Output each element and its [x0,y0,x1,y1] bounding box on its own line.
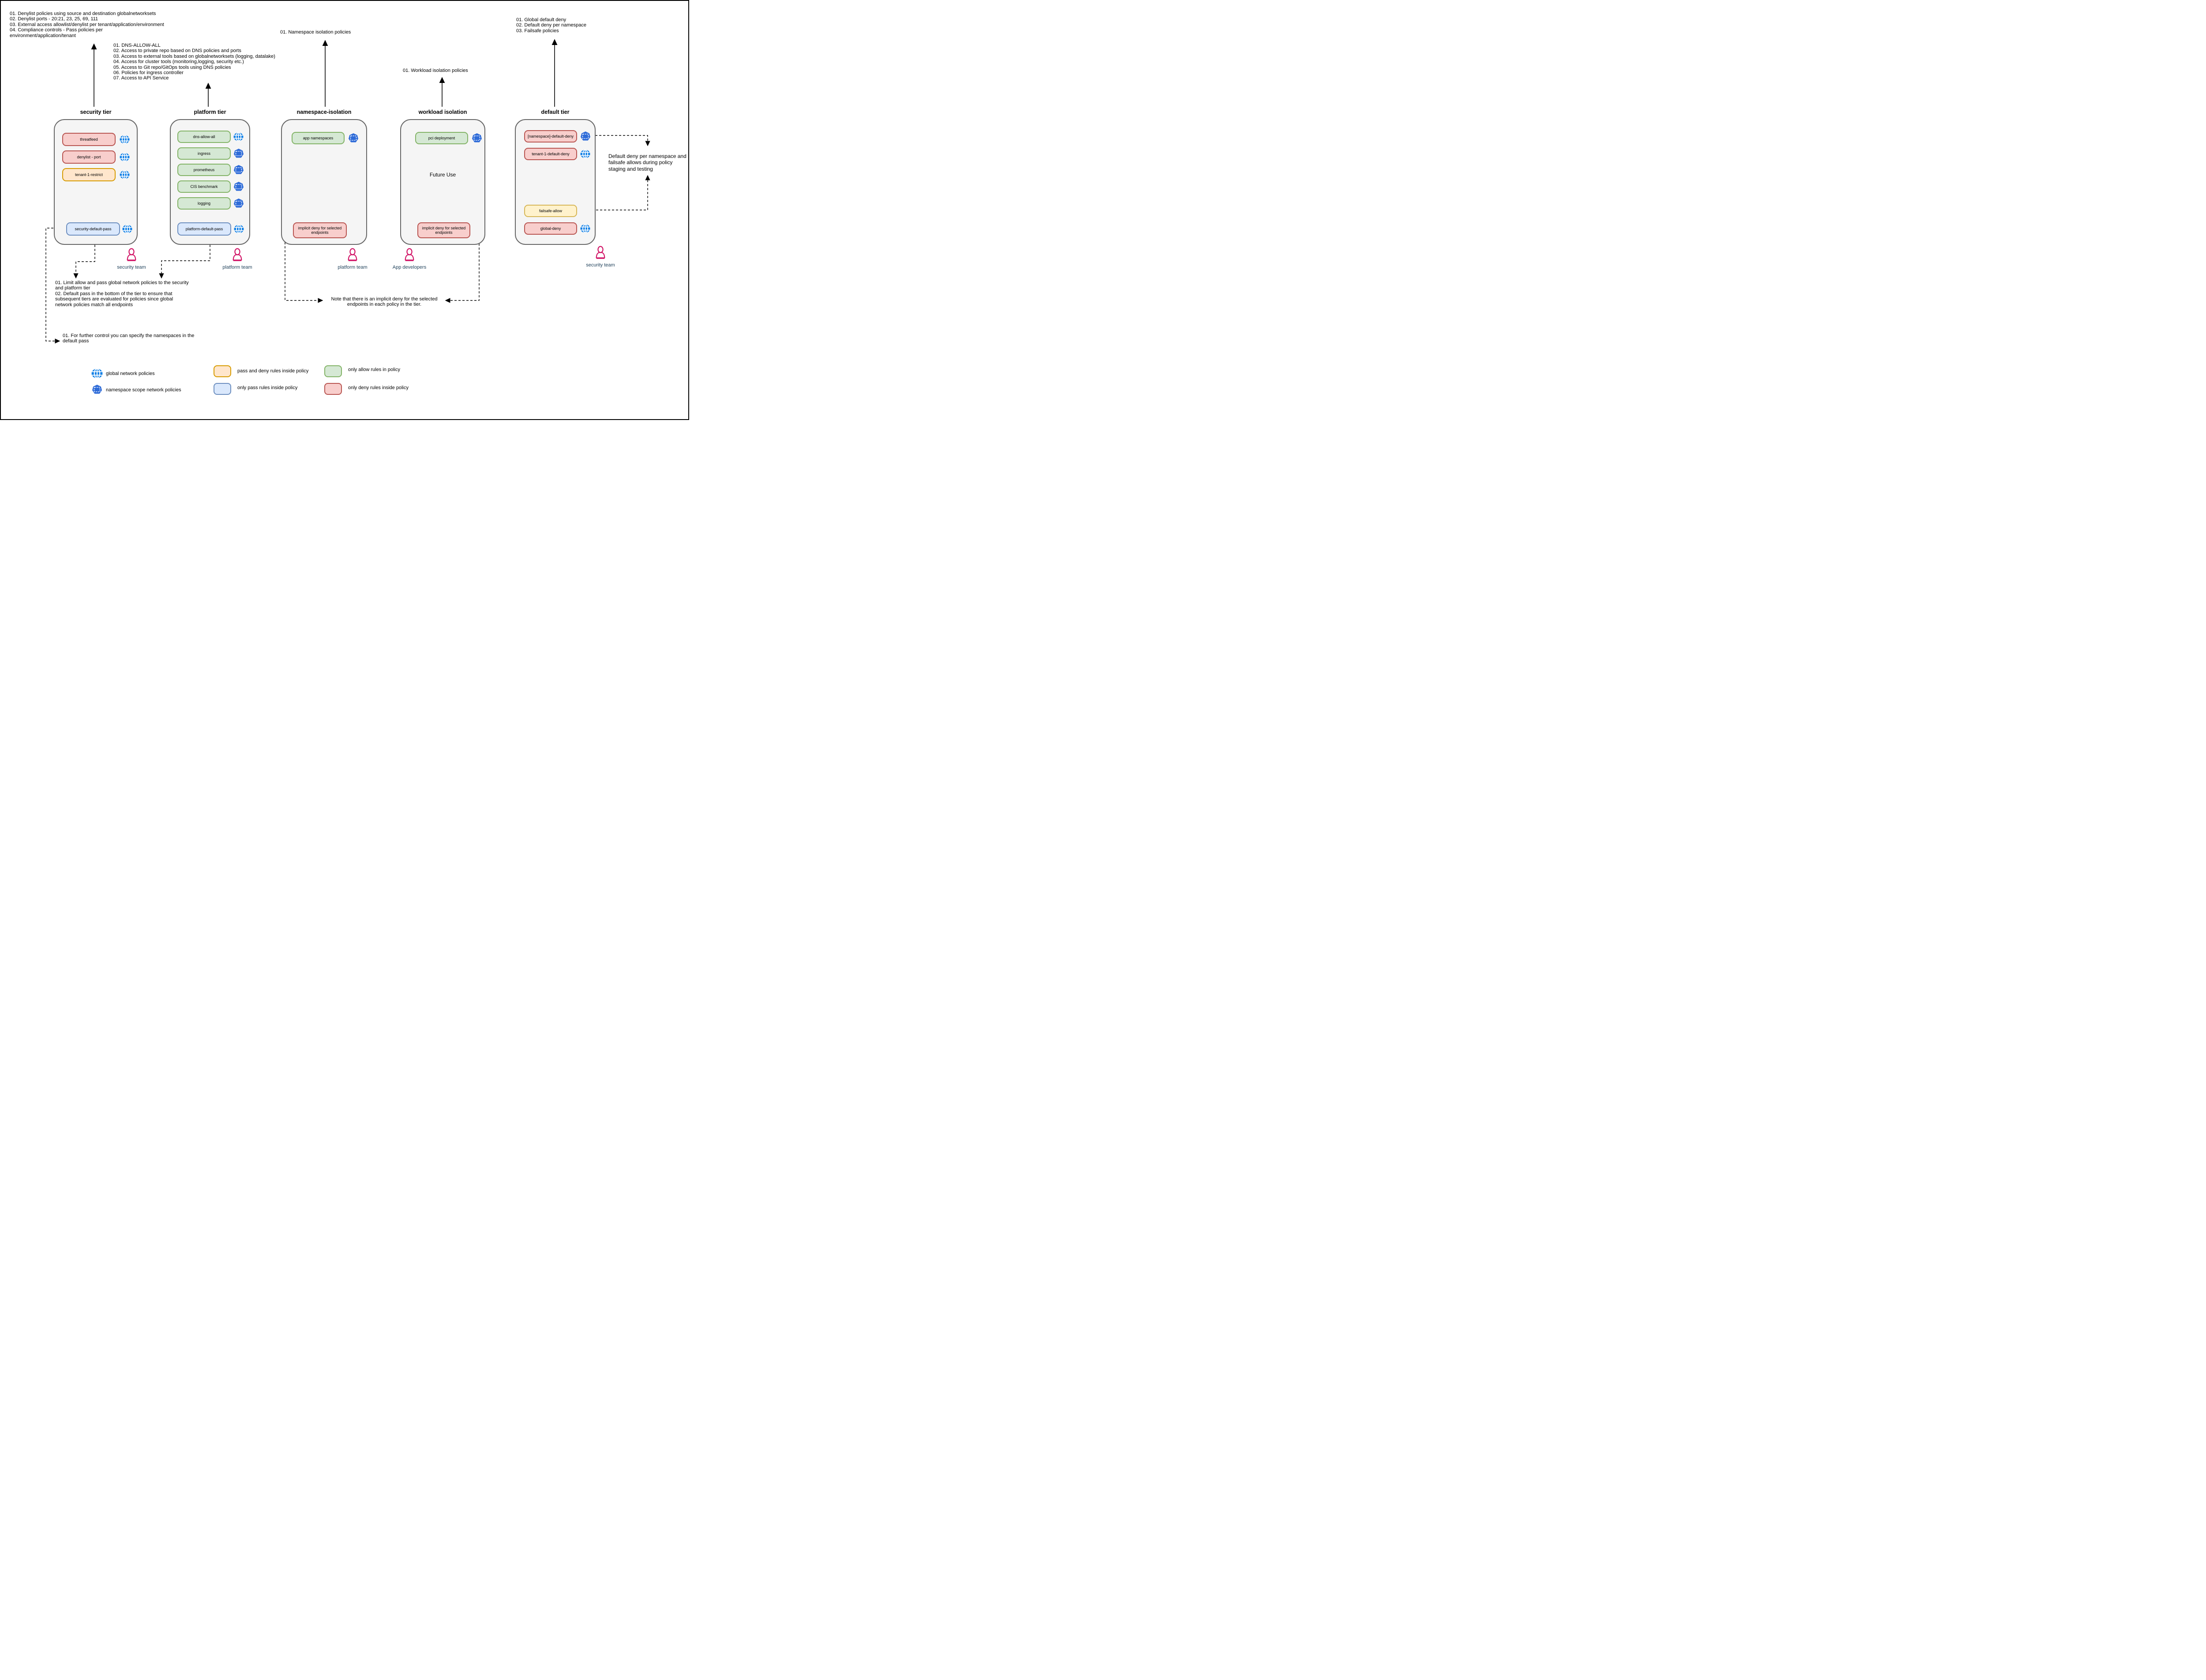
team-label-security-2: security team [586,262,615,268]
legend-label-only-deny: only deny rules inside policy [348,385,409,390]
team-label-app-developers: App developers [392,265,427,270]
tier-title-security: security tier [80,109,112,115]
policy-label: [namespace]-default-deny [527,134,574,139]
team-label-platform-2: platform team [338,265,368,270]
namespace-isolation-annotation: 01. Namespace isolation policies [280,30,351,35]
policy-security-default-pass: security-default-pass [66,222,120,236]
policy-label: dns-allow-all [193,134,215,139]
person-icon [127,248,136,261]
policy-label: failsafe-allow [539,208,563,213]
tier-title-default: default tier [541,109,570,115]
globe-icon [233,132,244,141]
policy-denylist-port: denylist - port [62,150,116,164]
implicit-deny-note: Note that there is an implicit deny for … [331,296,438,308]
team-label-security-1: security team [117,265,146,270]
globe-icon [122,225,132,233]
policy-dns-allow-all: dns-allow-all [177,131,231,143]
namespace-icon [349,133,358,142]
globe-icon [120,153,130,161]
policy-label: platform-default-pass [185,226,223,231]
legend-swatch-pass-and-deny [214,365,231,377]
policy-global-deny: global-deny [524,222,577,235]
platform-tier-annotation: 01. DNS-ALLOW-ALL 02. Access to private … [113,43,275,81]
tier-title-workload-isolation: workload isolation [418,109,467,115]
tier-default: default tier [namespace]-default-deny te… [515,109,596,245]
policy-threatfeed: threatfeed [62,133,116,146]
policy-label: security-default-pass [75,226,112,231]
tier-title-platform: platform tier [194,109,226,115]
globe-icon [580,150,590,158]
legend-label-pass-and-deny: pass and deny rules inside policy [237,368,309,374]
policy-label: implicit deny for selected endpoints [422,225,466,235]
policy-label: implicit deny for selected endpoints [298,225,342,235]
globe-icon [91,368,103,379]
tier-workload-isolation: workload isolation pci deployment Future… [400,109,485,245]
tier-security: security tier threatfeed denylist - port… [54,109,138,245]
policy-namespace-default-deny: [namespace]-default-deny [524,130,577,142]
policy-label: pci deployment [428,135,455,140]
policy-label: tenant-1-default-deny [532,151,570,156]
person-icon [596,246,605,259]
person-icon [405,248,414,261]
person-icon [233,248,242,261]
default-tier-annotation: 01. Global default deny 02. Default deny… [516,17,586,34]
policy-ingress: ingress [177,147,231,160]
policy-cis-benchmark: CIS benchmark [177,180,231,193]
globe-icon [120,135,130,144]
security-tier-annotation: 01. Denylist policies using source and d… [10,11,164,38]
namespace-icon [472,133,482,142]
policy-platform-default-pass: platform-default-pass [177,222,231,236]
person-icon [348,248,357,261]
legend-label-only-pass: only pass rules inside policy [237,385,298,390]
policy-app-namespaces: app namespaces [292,132,345,144]
legend-swatch-only-allow [324,365,342,377]
policy-label: tenant-1-restrict [75,172,103,177]
globe-icon [120,170,130,179]
workload-isolation-annotation: 01. Workload isolation policies [403,68,468,73]
policy-implicit-deny-namespace: implicit deny for selected endpoints [293,222,347,238]
policy-tenant-1-default-deny: tenant-1-default-deny [524,148,577,160]
diagram-canvas: 01. Denylist policies using source and d… [0,0,689,420]
policy-prometheus: prometheus [177,164,231,176]
tier-platform: platform tier dns-allow-all ingress prom… [170,109,250,245]
legend-label-only-allow: only allow rules in policy [348,367,400,372]
namespace-icon [581,131,590,141]
future-use-label: Future Use [429,172,456,178]
policy-label: global-deny [540,226,561,231]
limit-pass-note: 01. Limit allow and pass global network … [55,280,189,308]
policy-label: ingress [197,151,210,156]
namespace-icon [234,182,244,191]
connector-platform-tier-to-limit-note [159,245,210,279]
connector-namespace-default-deny-to-right-note [591,135,650,146]
policy-label: logging [197,201,211,206]
policy-logging: logging [177,197,231,210]
policy-tenant-1-restrict: tenant-1-restrict [62,168,116,181]
team-label-platform-1: platform team [222,265,252,270]
policy-label: denylist - port [77,154,101,159]
legend-swatch-only-deny [324,383,342,395]
policy-failsafe-allow: failsafe-allow [524,205,577,217]
policy-pci-deployment: pci deployment [415,132,468,144]
namespace-icon [234,165,244,174]
policy-label: app namespaces [303,135,334,140]
legend-swatch-only-pass [214,383,231,395]
globe-icon [580,224,590,233]
namespace-icon [92,385,102,394]
further-control-note: 01. For further control you can specify … [63,333,195,344]
legend-label-global: global network policies [106,371,155,376]
tier-title-namespace-isolation: namespace-isolation [296,109,352,115]
globe-icon [234,225,244,233]
namespace-icon [234,199,244,208]
policy-implicit-deny-workload: implicit deny for selected endpoints [417,222,470,238]
policy-label: prometheus [193,167,215,172]
namespace-icon [234,149,244,158]
policy-label: CIS benchmark [190,184,218,189]
tier-namespace-isolation: namespace-isolation app namespaces impli… [281,109,367,245]
legend-label-namespace-scope: namespace scope network policies [106,387,181,393]
policy-label: threatfeed [80,137,98,142]
connector-security-tier-to-limit-note [73,245,95,279]
default-deny-failsafe-note: Default deny per namespace and failsafe … [608,153,687,172]
